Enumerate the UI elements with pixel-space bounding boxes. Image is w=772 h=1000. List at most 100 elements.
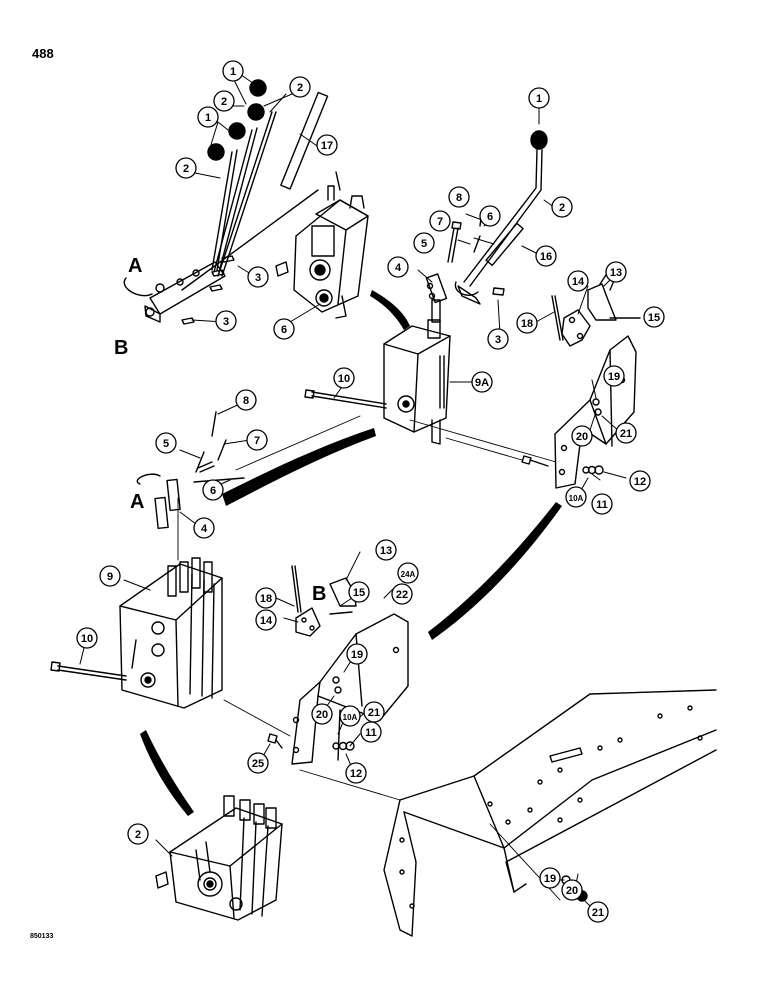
callout-label: 1 [205, 112, 211, 124]
callout-4: 4 [387, 256, 409, 278]
callout-label: 6 [281, 324, 287, 336]
callout-24a: 24A [397, 562, 419, 584]
callout-14: 14 [567, 270, 589, 292]
callout-label: 19 [608, 371, 620, 383]
callout-circle [346, 643, 368, 665]
callout-7: 7 [246, 429, 268, 451]
callout-label: 21 [368, 707, 380, 719]
callout-25: 25 [247, 752, 269, 774]
callout-circle [643, 306, 665, 328]
lever-assembly-left [123, 79, 329, 325]
callout-circle [289, 76, 311, 98]
callout-15: 15 [643, 306, 665, 328]
callout-14: 14 [255, 609, 277, 631]
callout-circle [235, 389, 257, 411]
callout-18: 18 [516, 312, 538, 334]
callout-10a: 10A [339, 705, 361, 727]
callout-circle [587, 901, 609, 923]
callout-label: 12 [350, 768, 362, 780]
callout-label: 2 [221, 96, 227, 108]
callout-label: 20 [566, 885, 578, 897]
callout-circle [487, 328, 509, 350]
callout-17: 17 [316, 134, 338, 156]
floor-panel [383, 689, 717, 937]
callout-circle [76, 627, 98, 649]
callout-circle [605, 261, 627, 283]
callout-circle [333, 367, 355, 389]
callout-19: 19 [539, 867, 561, 889]
callout-label: 2 [135, 829, 141, 841]
callout-label: 4 [395, 262, 402, 274]
callout-1: 1 [528, 87, 550, 109]
callout-1: 1 [197, 106, 219, 128]
callout-20: 20 [571, 425, 593, 447]
callout-circle [375, 539, 397, 561]
callout-label: 20 [316, 709, 328, 721]
callout-21: 21 [615, 422, 637, 444]
callout-6: 6 [202, 479, 224, 501]
callout-20: 20 [311, 703, 333, 725]
callout-label: 6 [487, 211, 493, 223]
callout-label: 10A [343, 713, 358, 722]
callout-circle [561, 879, 583, 901]
callout-circle [215, 310, 237, 332]
callout-label: 3 [223, 316, 229, 328]
callout-9a: 9A [471, 371, 493, 393]
callout-circle [539, 867, 561, 889]
callout-3: 3 [215, 310, 237, 332]
callout-label: 19 [544, 873, 556, 885]
callout-circle [99, 565, 121, 587]
callout-5: 5 [413, 232, 435, 254]
callout-circle [197, 106, 219, 128]
callout-circle [345, 762, 367, 784]
callout-circle [471, 371, 493, 393]
callout-label: 11 [596, 499, 608, 511]
callout-label: 17 [321, 140, 333, 152]
callout-8: 8 [448, 186, 470, 208]
callout-label: 21 [620, 428, 632, 440]
callout-label: 16 [540, 251, 552, 263]
callout-7: 7 [429, 210, 451, 232]
callout-circle [247, 266, 269, 288]
callout-circle [127, 823, 149, 845]
callout-label: 25 [252, 758, 264, 770]
callout-circle [247, 752, 269, 774]
callout-label: 24A [401, 570, 416, 579]
callout-10a: 10A [565, 486, 587, 508]
callout-2: 2 [127, 823, 149, 845]
callout-19: 19 [346, 643, 368, 665]
callout-21: 21 [363, 701, 385, 723]
callout-label: 8 [456, 192, 462, 204]
callout-circle [591, 493, 613, 515]
valve-10A [275, 171, 369, 319]
callout-circle [213, 90, 235, 112]
callout-circle [535, 245, 557, 267]
callout-circle [528, 87, 550, 109]
callout-15: 15 [348, 581, 370, 603]
callout-circle [348, 581, 370, 603]
callout-label: 9A [475, 377, 489, 389]
callout-6: 6 [273, 318, 295, 340]
callout-label: 3 [495, 334, 501, 346]
callout-circle [551, 196, 573, 218]
callout-label: 18 [260, 593, 272, 605]
callout-3: 3 [487, 328, 509, 350]
callout-10: 10 [76, 627, 98, 649]
letter-a-middle: A [130, 491, 144, 513]
callout-circle [155, 432, 177, 454]
callout-1: 1 [222, 60, 244, 82]
callout-circle [391, 583, 413, 605]
callout-circle [387, 256, 409, 278]
callout-label: 5 [163, 438, 169, 450]
callout-circle [360, 721, 382, 743]
callout-label: 11 [365, 727, 377, 739]
callout-circle [255, 587, 277, 609]
callout-label: 9 [107, 571, 113, 583]
callout-10: 10 [333, 367, 355, 389]
callout-circle [448, 186, 470, 208]
reference-code: 850133 [30, 933, 54, 940]
letter-b-middle: B [312, 583, 326, 605]
callout-13: 13 [375, 539, 397, 561]
callout-circle [222, 60, 244, 82]
